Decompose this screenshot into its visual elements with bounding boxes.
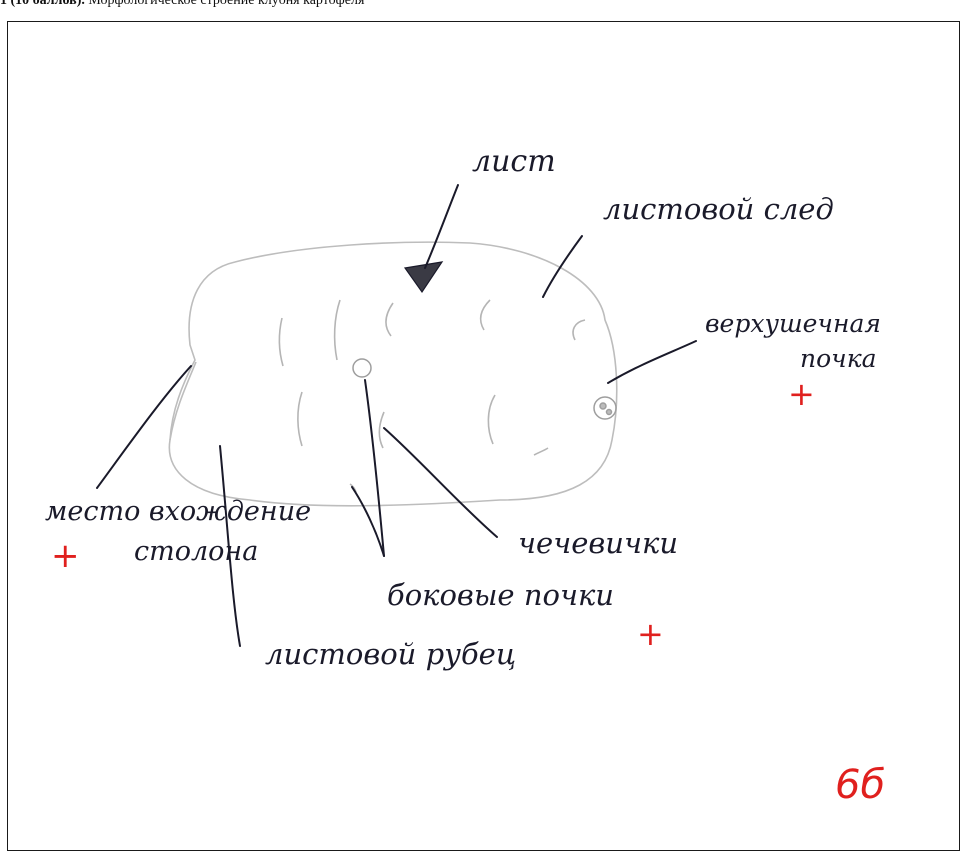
tuber-outline bbox=[169, 242, 616, 506]
lateral-buds-plus-mark: + bbox=[637, 615, 664, 653]
label-lateral-buds: боковые почки bbox=[387, 578, 614, 612]
tuber-eyes bbox=[279, 300, 585, 492]
label-stolon-place-line2: столона bbox=[134, 536, 258, 567]
label-lenticels: чечевички bbox=[518, 526, 678, 560]
apical-bud-plus-mark: + bbox=[788, 375, 815, 413]
label-stolon-place-line1: место вхождение bbox=[45, 496, 311, 527]
label-leaf-scar: листовой рубец bbox=[265, 637, 516, 671]
score-mark: 6б bbox=[835, 762, 885, 808]
stolon-plus-mark: + bbox=[51, 536, 80, 576]
label-apical-bud-line1: верхушечная bbox=[705, 309, 881, 338]
leaf-mark bbox=[405, 262, 442, 292]
tuber-buds bbox=[353, 359, 616, 419]
label-leaf: лист bbox=[472, 144, 556, 179]
label-apical-bud-line2: почка bbox=[800, 344, 877, 373]
leader-lines bbox=[97, 185, 696, 646]
label-leaf-trace: листовой след bbox=[603, 192, 834, 226]
